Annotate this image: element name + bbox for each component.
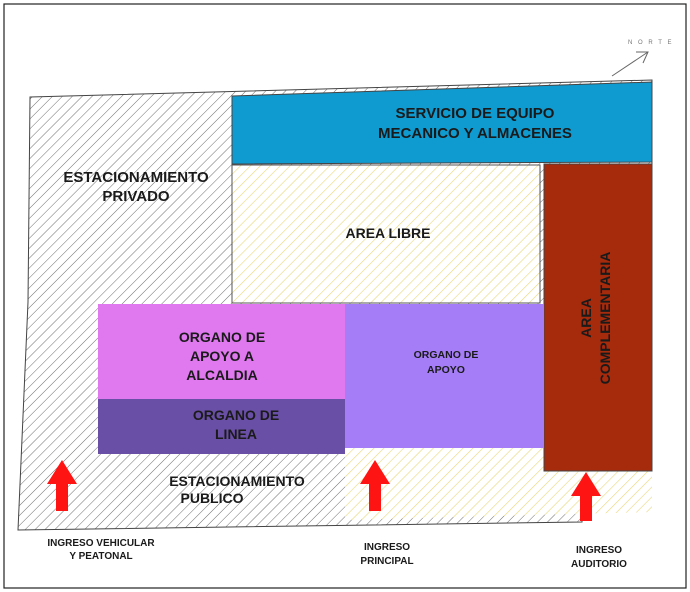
servicio-label-2: MECANICO Y ALMACENES <box>378 125 572 142</box>
ingreso-vehicular-label-2: Y PEATONAL <box>69 551 132 562</box>
complementaria-label-1: AREA <box>578 298 594 338</box>
alcaldia-label-3: ALCALDIA <box>186 367 258 383</box>
up-arrow-icon <box>360 460 390 511</box>
up-arrow-icon <box>47 460 77 511</box>
estac-privado-label-2: PRIVADO <box>102 188 170 205</box>
servicio-label-1: SERVICIO DE EQUIPO <box>396 105 555 122</box>
ingreso-auditorio-label-1: INGRESO <box>576 545 622 556</box>
ingreso-vehicular-label-1: INGRESO VEHICULAR <box>47 538 155 549</box>
alcaldia-label-2: APOYO A <box>190 348 254 364</box>
apoyo-label-1: ORGANO DE <box>414 349 479 361</box>
ingreso-principal-label-1: INGRESO <box>364 542 410 553</box>
up-arrow-icon <box>571 472 601 521</box>
area-libre-zone <box>231 164 541 304</box>
organo-apoyo-alcaldia-zone <box>98 304 345 399</box>
servicio-zone <box>231 81 653 165</box>
estac-publico-label-1: ESTACIONAMIENTO <box>169 473 305 489</box>
north-label: N O R T E <box>628 40 673 46</box>
estac-privado-label-1: ESTACIONAMIENTO <box>63 169 209 186</box>
complementaria-label-2: COMPLEMENTARIA <box>597 252 613 385</box>
ingreso-principal-label-2: PRINCIPAL <box>360 556 413 567</box>
area-complementaria-label: AREA COMPLEMENTARIA <box>578 252 613 385</box>
north-arrow-icon <box>611 51 649 77</box>
alcaldia-label-1: ORGANO DE <box>179 329 265 345</box>
apoyo-label-2: APOYO <box>427 364 465 376</box>
organo-apoyo-zone <box>345 304 544 448</box>
organo-linea-zone <box>98 399 345 454</box>
ingreso-auditorio-label-2: AUDITORIO <box>571 559 627 570</box>
area-complementaria-zone <box>543 163 653 472</box>
area-libre-label: AREA LIBRE <box>345 225 430 241</box>
linea-label-2: LINEA <box>215 426 257 442</box>
linea-label-1: ORGANO DE <box>193 407 279 423</box>
estac-publico-label-2: PUBLICO <box>181 490 244 506</box>
